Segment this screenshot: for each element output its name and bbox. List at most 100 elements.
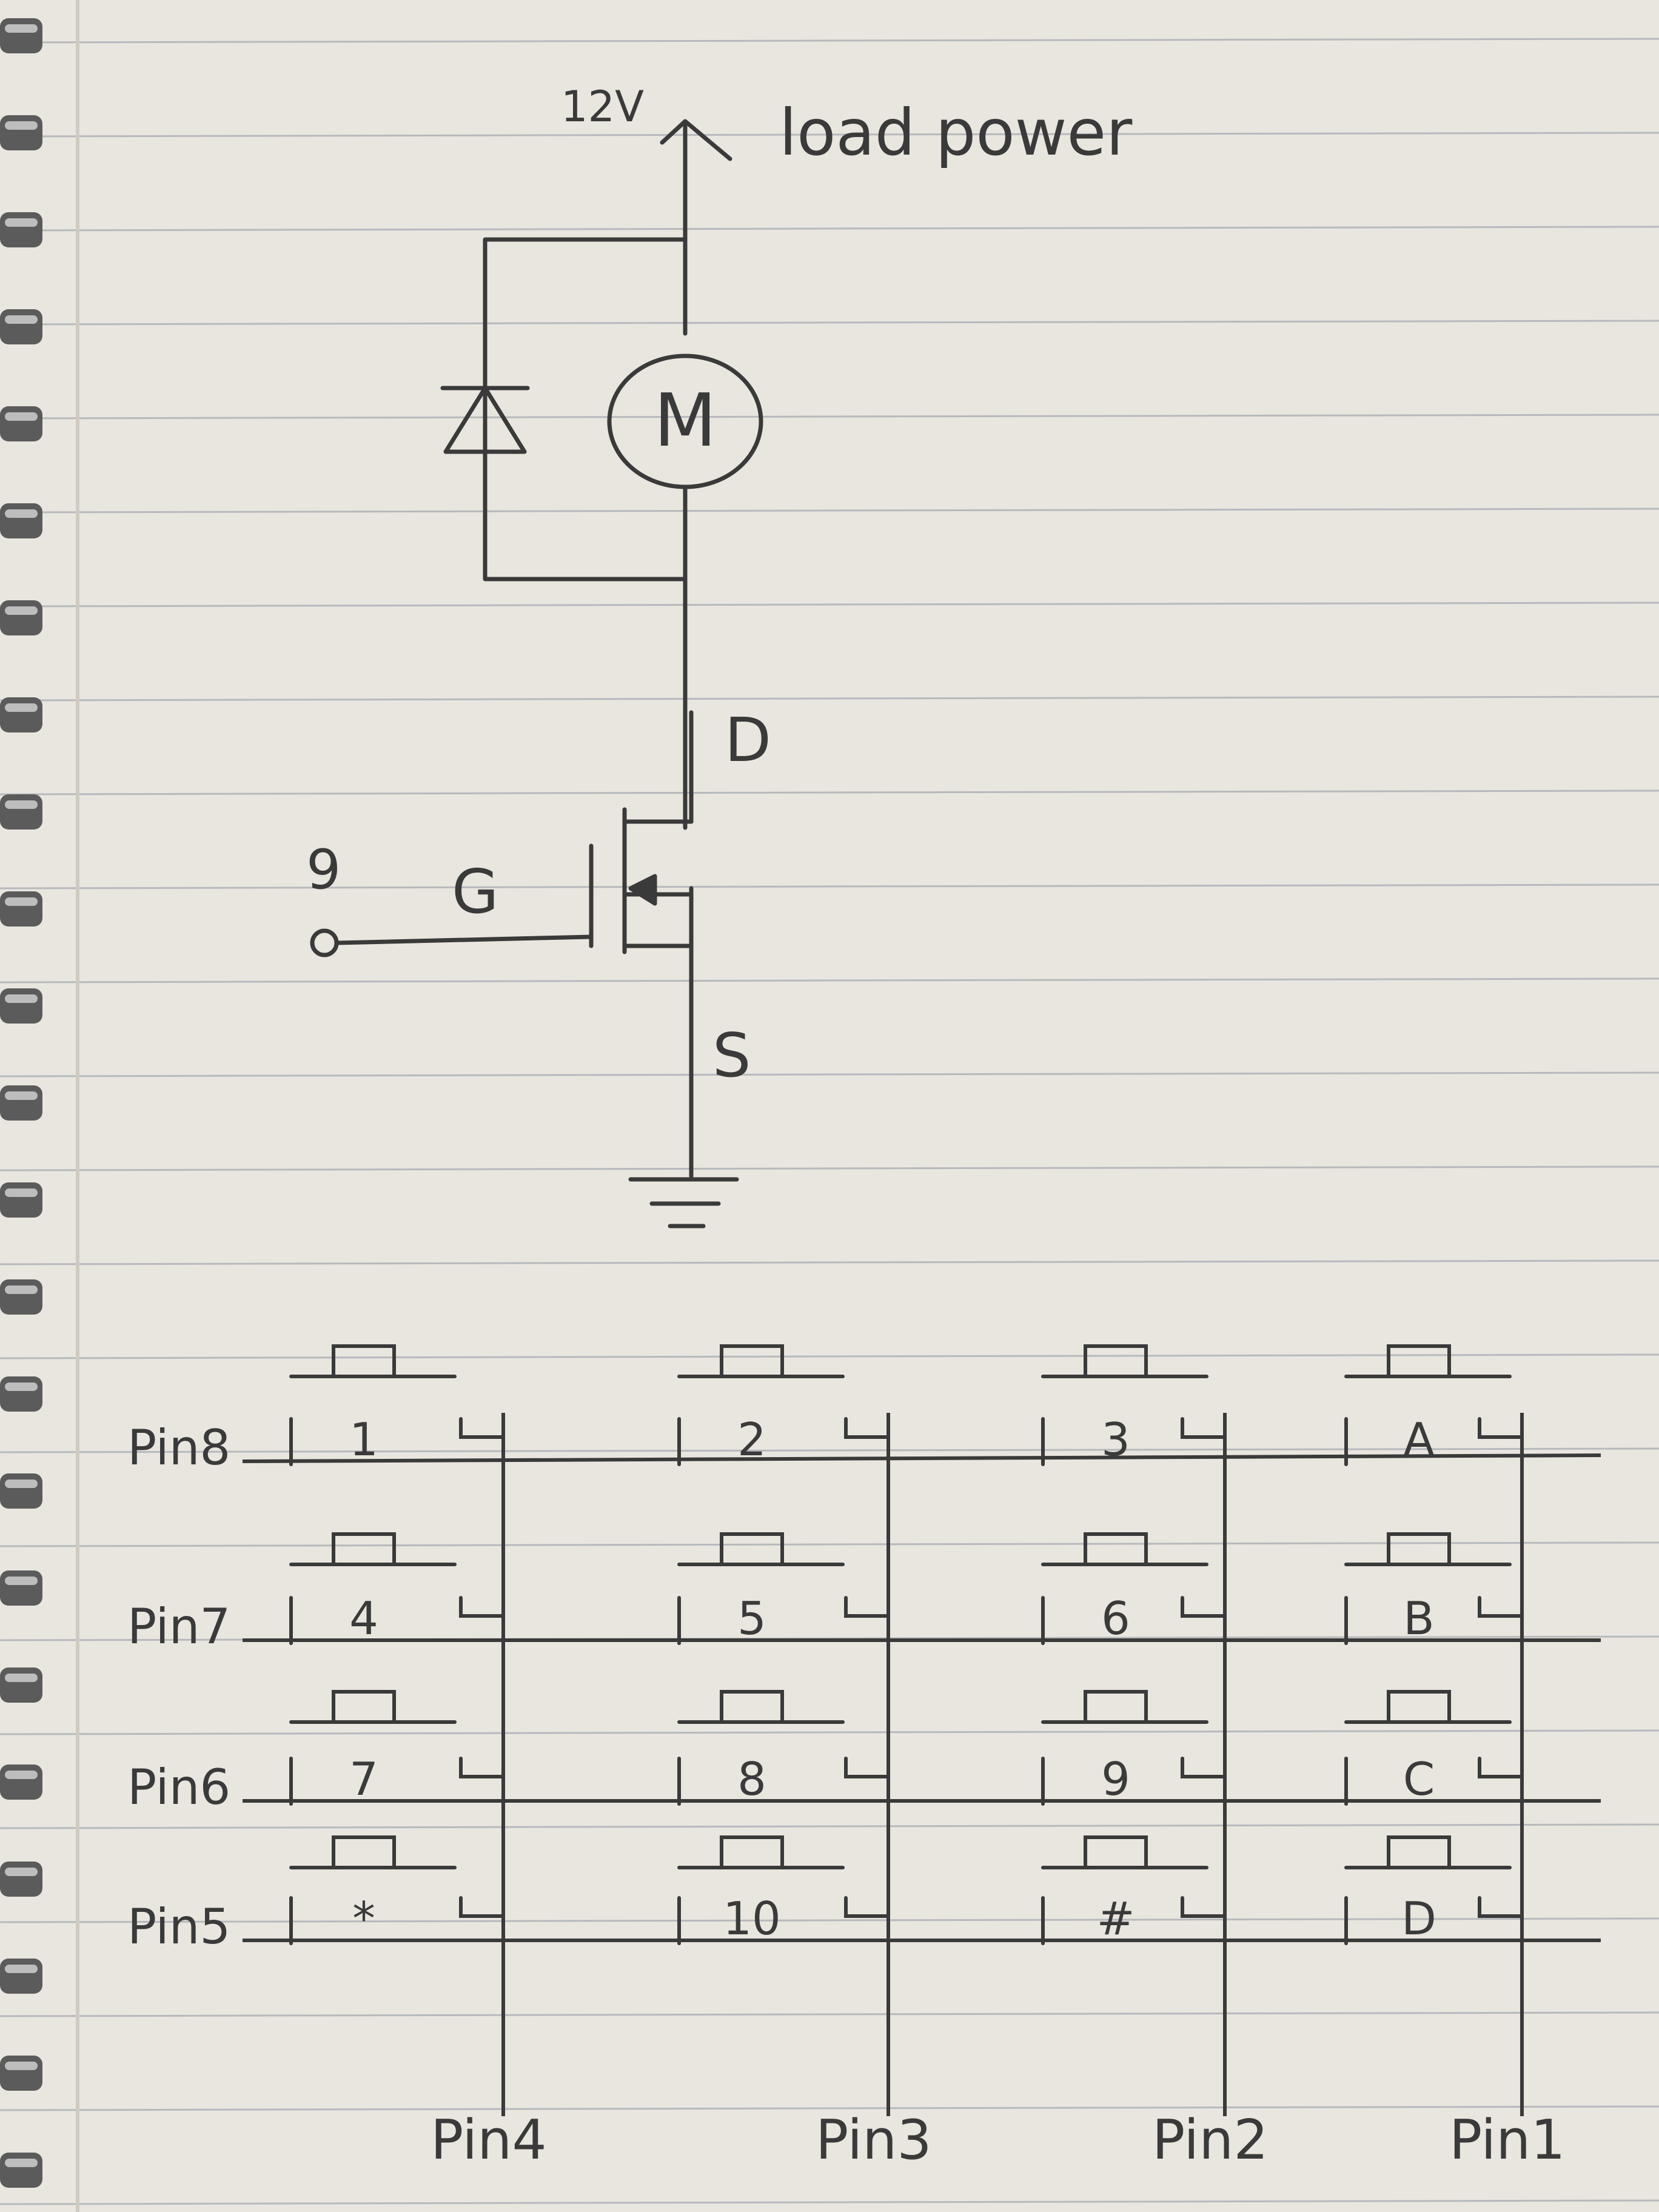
- column-pin-label: Pin4: [431, 2108, 547, 2172]
- spiral-ring-highlight: [5, 2159, 38, 2167]
- spiral-ring-icon: [0, 1862, 42, 1897]
- spiral-ring-icon: [0, 1667, 42, 1703]
- spiral-ring-icon: [0, 309, 42, 344]
- spiral-ring-icon: [0, 406, 42, 441]
- spiral-ring-highlight: [5, 24, 38, 33]
- spiral-ring-icon: [0, 1570, 42, 1606]
- key-switch: [1344, 1690, 1524, 1806]
- switch-cap-icon: [1084, 1835, 1148, 1869]
- spiral-ring-highlight: [5, 1771, 38, 1779]
- ruled-line: [0, 132, 1659, 138]
- spiral-ring-highlight: [5, 800, 38, 809]
- ground-icon: [628, 1177, 739, 1228]
- switch-cap-icon: [1387, 1532, 1451, 1566]
- key-switch: [1041, 1835, 1227, 1945]
- key-switch: [289, 1344, 505, 1466]
- switch-contact-right: [844, 1417, 890, 1439]
- switch-cap-icon: [332, 1690, 396, 1724]
- switch-contact-right: [1478, 1417, 1524, 1439]
- key-switch: [289, 1690, 505, 1806]
- key-label: 4: [349, 1592, 378, 1645]
- circuit-labels: 12V load power M D G 9 S: [306, 82, 1133, 1091]
- switch-contact-right: [459, 1417, 505, 1439]
- key-switch: [1041, 1344, 1227, 1466]
- spiral-ring-icon: [0, 1182, 42, 1218]
- switch-cap-icon: [720, 1690, 784, 1724]
- spiral-ring-icon: [0, 891, 42, 927]
- ruled-line: [0, 508, 1659, 514]
- spiral-ring-icon: [0, 1959, 42, 1994]
- switch-contact-right: [844, 1896, 890, 1918]
- spiral-ring-icon: [0, 1376, 42, 1412]
- spiral-ring-icon: [0, 1473, 42, 1509]
- switch-contact-right: [1181, 1596, 1227, 1618]
- key-switch: [677, 1690, 890, 1806]
- ruled-line: [0, 883, 1659, 890]
- key-switch: [1041, 1532, 1227, 1645]
- key-label: 5: [737, 1592, 766, 1645]
- spiral-ring-highlight: [5, 1674, 38, 1682]
- spiral-ring-icon: [0, 794, 42, 830]
- supply-note: load power: [779, 96, 1133, 170]
- key-label: 1: [349, 1413, 378, 1466]
- spiral-ring-icon: [0, 2056, 42, 2091]
- ruled-line: [0, 1823, 1659, 1829]
- key-label: C: [1403, 1752, 1435, 1806]
- row-pin-label: Pin6: [127, 1759, 230, 1815]
- switch-contact-right: [1181, 1896, 1227, 1918]
- key-switch: [1344, 1532, 1524, 1645]
- spiral-ring-icon: [0, 212, 42, 247]
- ruled-line: [0, 1165, 1659, 1171]
- ruled-line: [0, 2199, 1659, 2205]
- switch-contact-right: [1478, 1896, 1524, 1918]
- key-switch: [1041, 1690, 1227, 1806]
- gate-label: G: [452, 856, 499, 927]
- key-switch: [677, 1835, 890, 1945]
- switch-cap-icon: [720, 1532, 784, 1566]
- switch-contact-right: [1181, 1757, 1227, 1778]
- switch-cap-icon: [1387, 1344, 1451, 1378]
- spiral-ring-highlight: [5, 1285, 38, 1294]
- column-pin-label: Pin3: [816, 2108, 932, 2172]
- switch-cap-icon: [1387, 1690, 1451, 1724]
- switch-contact-right: [1181, 1417, 1227, 1439]
- switch-contact-right: [844, 1757, 890, 1778]
- ruled-line: [0, 1259, 1659, 1265]
- key-label: 10: [723, 1892, 780, 1945]
- ruled-line: [0, 226, 1659, 232]
- switch-contact-right: [459, 1596, 505, 1618]
- spiral-ring-highlight: [5, 1965, 38, 1973]
- switch-contact-right: [1478, 1596, 1524, 1618]
- ruled-line: [0, 1071, 1659, 1078]
- spiral-ring-highlight: [5, 897, 38, 906]
- switch-cap-icon: [720, 1344, 784, 1378]
- ruled-line: [0, 977, 1659, 984]
- gate-wire: [334, 934, 594, 945]
- row-pin-label: Pin8: [127, 1419, 230, 1476]
- ruled-line: [0, 2105, 1659, 2111]
- column-pin-label: Pin1: [1449, 2108, 1566, 2172]
- spiral-ring-highlight: [5, 994, 38, 1003]
- spiral-ring-icon: [0, 697, 42, 732]
- switch-cap-icon: [1084, 1344, 1148, 1378]
- key-switch: [677, 1344, 890, 1466]
- key-switch: [289, 1835, 505, 1945]
- spiral-ring-icon: [0, 988, 42, 1024]
- key-switch: [289, 1532, 505, 1645]
- ruled-line: [0, 2011, 1659, 2017]
- ruled-line: [0, 1541, 1659, 1547]
- column-pin-label: Pin2: [1152, 2108, 1269, 2172]
- spiral-ring-highlight: [5, 1577, 38, 1585]
- switch-cap-icon: [1084, 1532, 1148, 1566]
- spiral-ring-highlight: [5, 1382, 38, 1391]
- spiral-ring-highlight: [5, 1188, 38, 1197]
- key-switch: [1344, 1344, 1524, 1466]
- spiral-ring-highlight: [5, 703, 38, 712]
- key-switch: [1344, 1835, 1524, 1945]
- switch-cap-icon: [1387, 1835, 1451, 1869]
- gate-terminal-icon: [310, 928, 339, 957]
- ruled-line: [0, 38, 1659, 44]
- spiral-ring-highlight: [5, 315, 38, 324]
- spiral-ring-icon: [0, 115, 42, 150]
